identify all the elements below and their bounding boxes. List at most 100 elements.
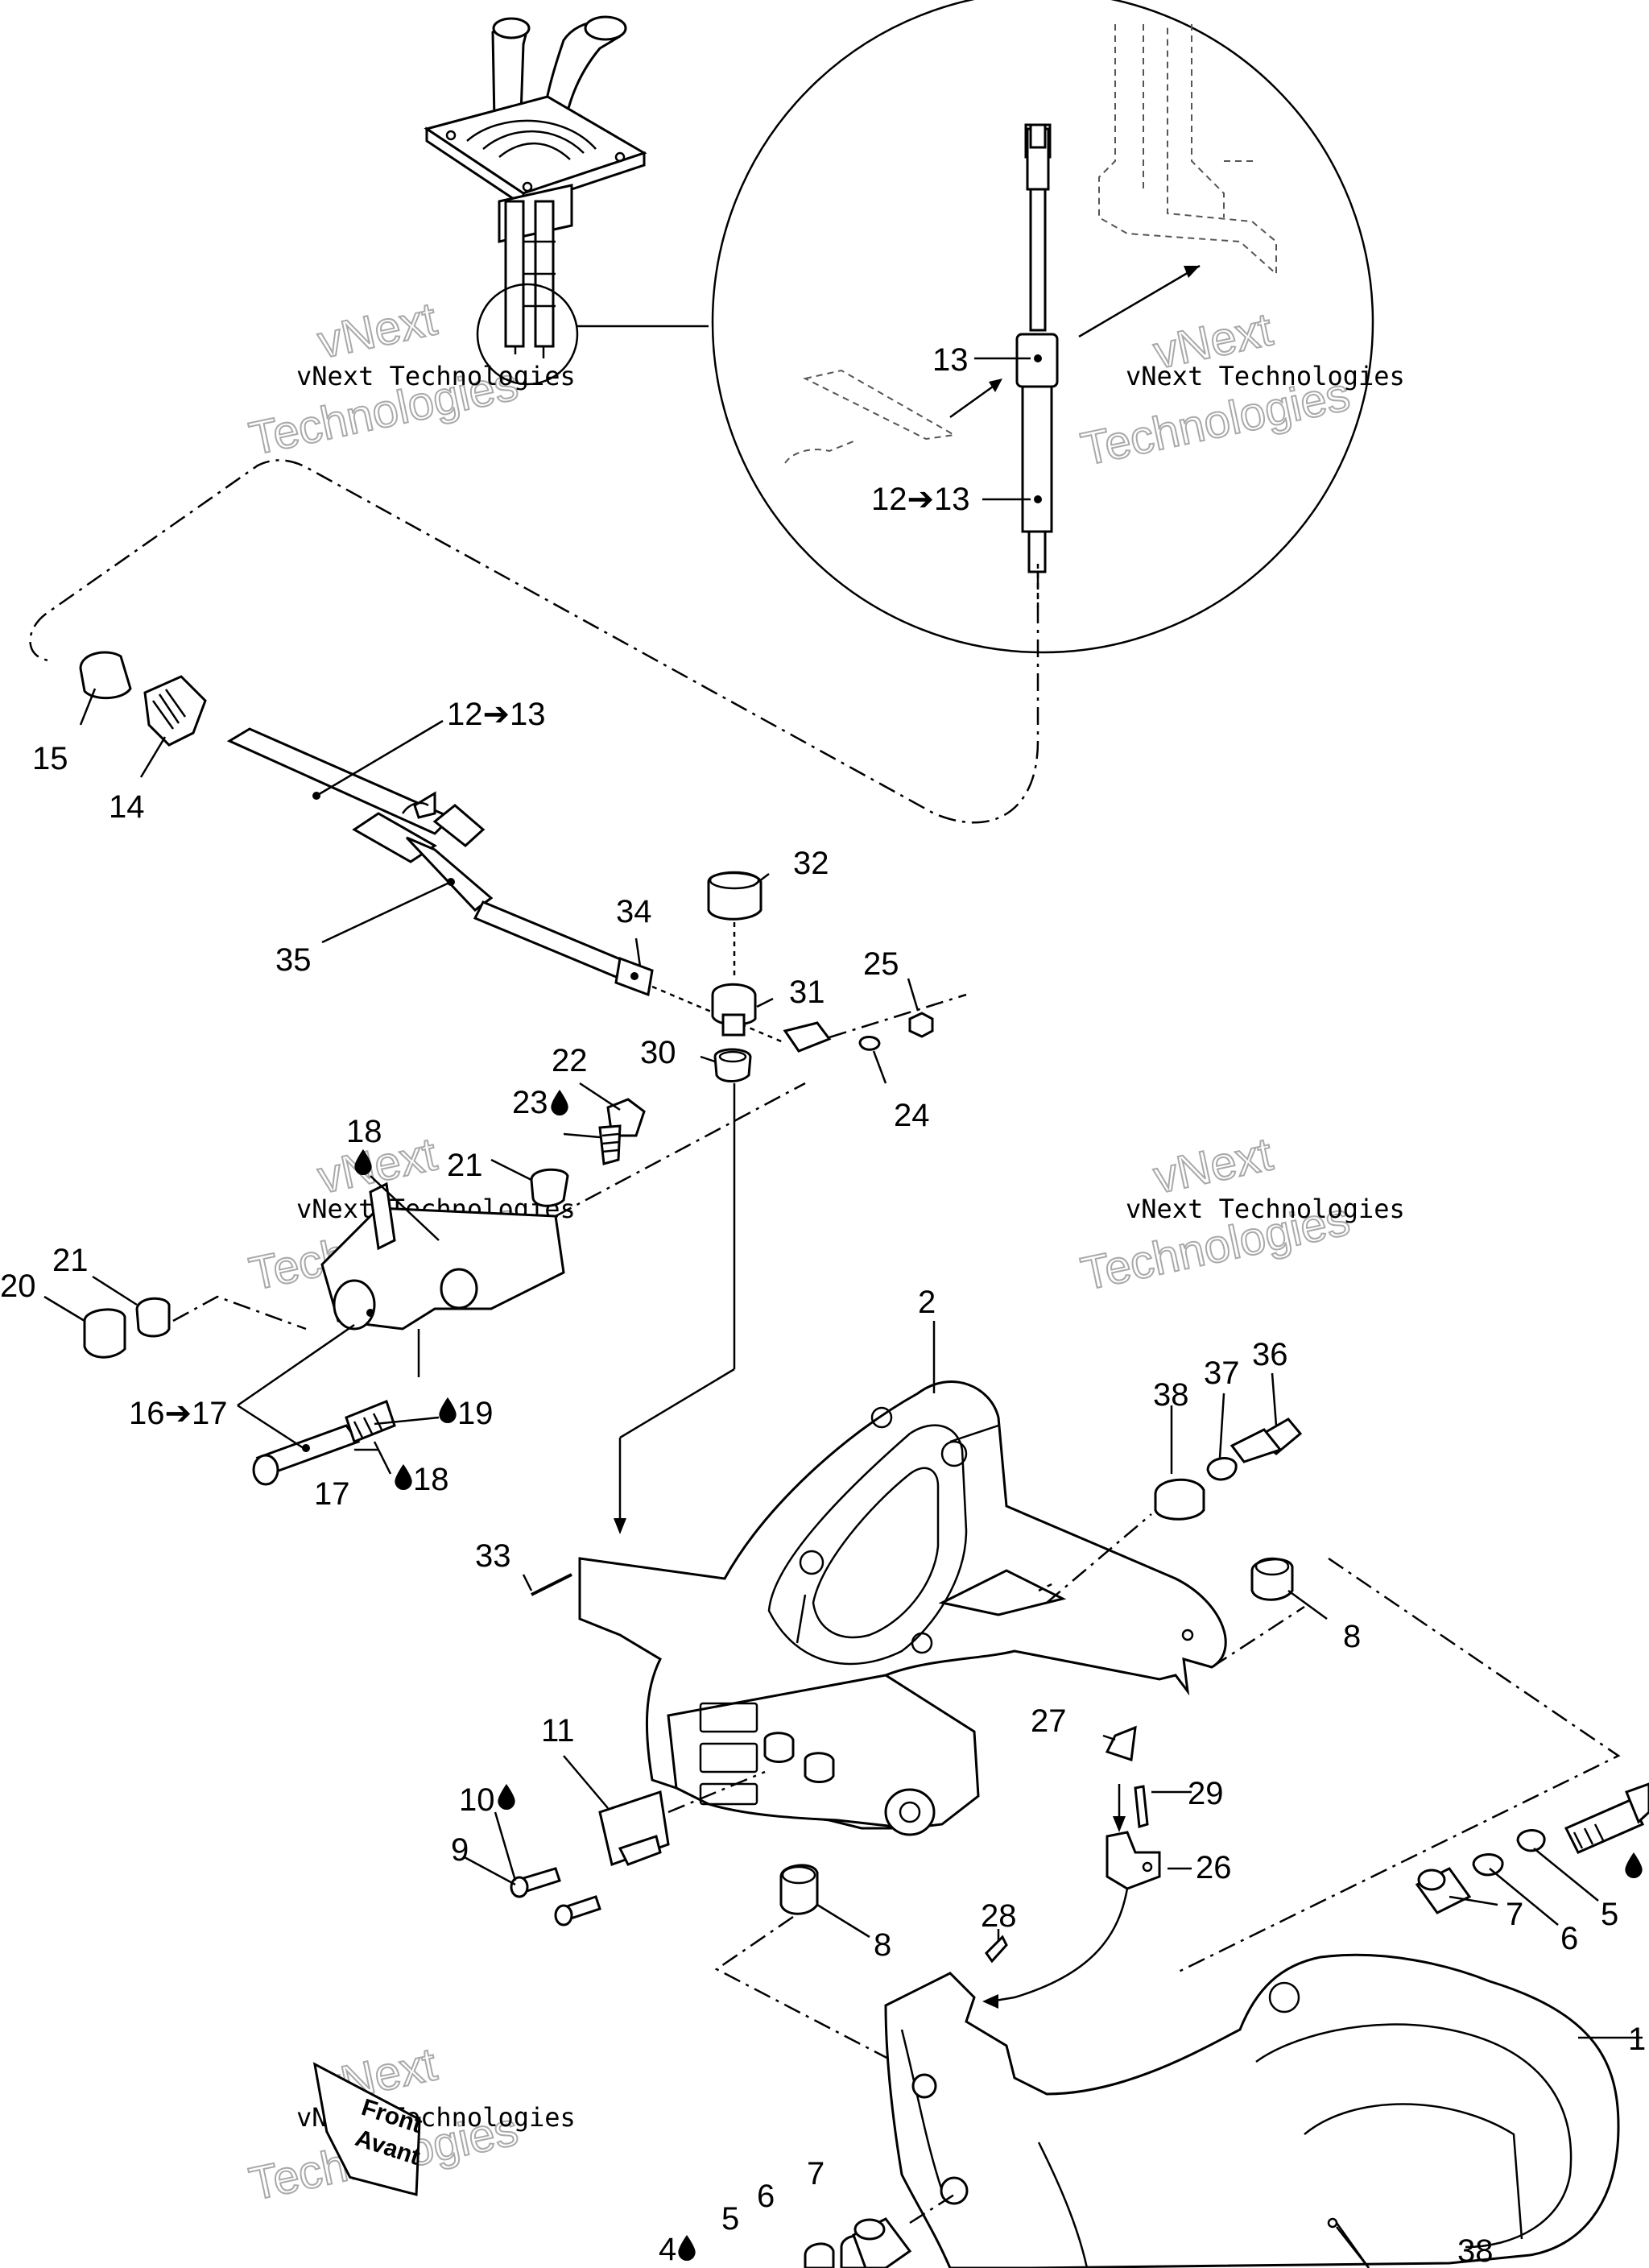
callout-23: 23 <box>512 1085 548 1120</box>
lower-bracket <box>884 1953 1643 2268</box>
callout-27: 27 <box>1031 1703 1067 1739</box>
callout-16-to-17: 16➔17 <box>129 1396 228 1431</box>
watermark-vnext: vNext <box>1149 1128 1277 1203</box>
part-27 <box>1105 1725 1137 1762</box>
callout-12-to-13: 12➔13 <box>447 697 546 732</box>
part-21-bushing-a <box>530 1168 569 1207</box>
callout-1: 1 <box>1628 2022 1646 2057</box>
callout-25: 25 <box>863 946 899 982</box>
callout-35: 35 <box>275 942 312 978</box>
part-30 <box>713 1048 752 1082</box>
callout-20: 20 <box>0 1269 36 1304</box>
part-15-sleeve <box>79 651 132 700</box>
part-29-pin <box>1134 1785 1149 1828</box>
bracket-hardware <box>531 1418 1303 1604</box>
oil-drop-icon <box>498 1784 515 1810</box>
oil-drop-icon <box>551 1090 568 1115</box>
callout-18-bottom: 18 <box>413 1462 449 1497</box>
part-20-cap <box>83 1308 126 1359</box>
part-35-collar <box>432 804 486 847</box>
callout-22: 22 <box>552 1043 588 1078</box>
callout-21-top: 21 <box>447 1148 483 1183</box>
callout-18-top: 18 <box>346 1114 382 1149</box>
part-5-washer-r <box>1516 1829 1546 1852</box>
watermark-text: vNext Technologies <box>1126 361 1405 391</box>
callout-9: 9 <box>451 1832 469 1868</box>
cable-eye <box>783 1021 832 1053</box>
callout-14: 14 <box>109 789 145 825</box>
oil-drop-icon <box>1625 1852 1643 1878</box>
part-26-latch <box>1106 1831 1161 1890</box>
callout-7-left: 7 <box>807 2156 824 2191</box>
callout-13-detail: 13 <box>932 342 969 378</box>
callout-7-right: 7 <box>1506 1897 1523 1932</box>
callout-28: 28 <box>981 1898 1017 1934</box>
part-5-washer-l <box>804 2242 835 2268</box>
callout-26: 26 <box>1196 1850 1232 1885</box>
front-direction-arrow: Front Avant <box>312 2062 425 2196</box>
callout-32: 32 <box>793 846 829 881</box>
callout-8-bottom: 8 <box>874 1927 891 1963</box>
watermark-top-right: vNext Technologies vNext Technologies <box>1076 302 1405 476</box>
part-32 <box>707 871 763 921</box>
callout-12-to-13-detail: 12➔13 <box>871 482 970 517</box>
callout-17: 17 <box>314 1476 350 1512</box>
callout-38-top: 38 <box>1153 1377 1189 1413</box>
detail-view <box>711 0 1374 654</box>
oil-drop-icon <box>678 2235 696 2261</box>
callout-30: 30 <box>640 1035 676 1070</box>
watermark-top-left: vNext Technologies vNext Technologies <box>244 292 576 466</box>
callout-5-left: 5 <box>721 2201 739 2237</box>
callout-19: 19 <box>457 1396 494 1431</box>
part-25-nut <box>908 1012 934 1038</box>
part-8-bushing-top <box>1250 1558 1294 1601</box>
right-bolt-stack <box>1415 1782 1649 1914</box>
callout-34: 34 <box>616 894 652 929</box>
part-37-washer <box>1206 1457 1238 1481</box>
shift-lever-assembly <box>83 1082 806 1486</box>
watermark-vnext: vNext <box>313 292 441 368</box>
callout-37: 37 <box>1204 1355 1240 1391</box>
part-24-washer <box>858 1036 881 1051</box>
watermark-mid-right: vNext Technologies vNext Technologies <box>1076 1127 1405 1301</box>
callout-11: 11 <box>541 1713 575 1749</box>
callout-36: 36 <box>1252 1337 1288 1372</box>
part-28-screw <box>985 1935 1008 1964</box>
callout-4: 4 <box>659 2232 676 2267</box>
cable-routing-line <box>29 459 1039 824</box>
callout-21-left: 21 <box>52 1243 89 1278</box>
callout-38-bottom: 38 <box>1457 2233 1494 2268</box>
oil-drop-icon <box>439 1397 457 1423</box>
cable-assembly <box>79 651 786 1045</box>
callout-6-left: 6 <box>757 2179 775 2214</box>
callout-10: 10 <box>459 1782 495 1818</box>
detail-view-circle <box>711 0 1374 654</box>
callout-8-top: 8 <box>1343 1619 1361 1654</box>
left-bolt-stack <box>804 2193 955 2268</box>
main-bracket <box>578 1380 1621 1975</box>
callout-2: 2 <box>918 1285 936 1320</box>
leader-lines <box>43 357 1599 2268</box>
part-14-nut <box>143 675 207 747</box>
part-6-washer-r <box>1472 1853 1504 1877</box>
part-38-grommet <box>1154 1478 1205 1521</box>
watermark-text: vNext Technologies <box>296 361 576 391</box>
callout-31: 31 <box>789 975 825 1010</box>
watermark-text: vNext Technologies <box>1126 1194 1405 1224</box>
latch-hardware <box>982 1725 1161 2009</box>
callout-24: 24 <box>894 1098 930 1133</box>
part-21-bushing-b <box>135 1297 171 1338</box>
callout-29: 29 <box>1188 1776 1224 1811</box>
pivot-hardware <box>614 871 967 1534</box>
throttle-lever-assembly <box>424 15 709 386</box>
callout-6-right: 6 <box>1560 1921 1578 1956</box>
part-8-bushing-low <box>779 1864 819 1915</box>
callout-33: 33 <box>475 1538 511 1574</box>
callout-labels: 13 12➔13 12➔13 15 14 32 34 35 31 25 30 2… <box>0 342 1646 2268</box>
oil-drop-icon <box>395 1464 412 1490</box>
callout-15: 15 <box>32 741 68 776</box>
part-1-bolt <box>1564 1798 1645 1854</box>
callout-5-right: 5 <box>1601 1897 1618 1932</box>
detail-callout-circle <box>476 283 579 386</box>
